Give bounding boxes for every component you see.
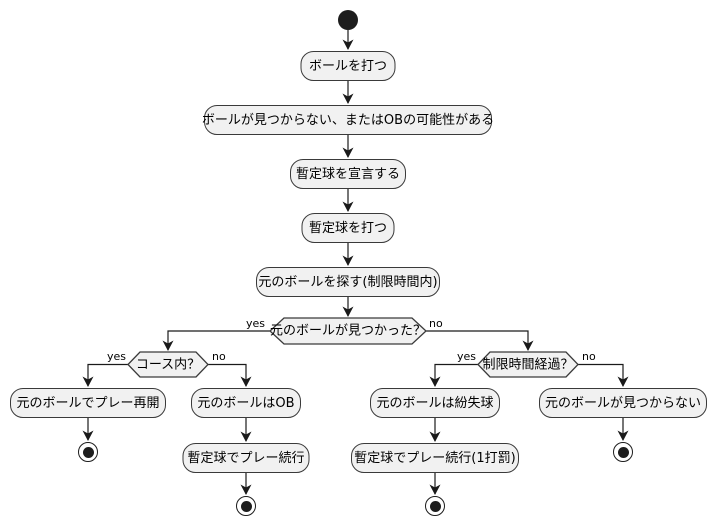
edge-label-yes-in-course: yes xyxy=(107,350,127,363)
activity-continue-with-provisional-penalty: 暫定球でプレー続行(1打罰) xyxy=(351,443,519,473)
activity-search-original: 元のボールを探す(制限時間内) xyxy=(256,267,440,297)
edge-label-yes-found-original: yes xyxy=(246,317,266,330)
activity-label: 元のボールが見つからない xyxy=(545,395,702,411)
decision-found-original: 元のボールが見つかった？ xyxy=(269,323,427,339)
activity-label: 暫定球を宣言する xyxy=(296,166,401,182)
decision-in-course: コース内？ xyxy=(135,357,201,372)
activity-label: 暫定球でプレー続行 xyxy=(187,450,305,466)
edge-label-yes-time-limit: yes xyxy=(457,350,477,363)
activity-declare-provisional: 暫定球を宣言する xyxy=(290,159,406,189)
end-node-dot xyxy=(617,446,629,458)
end-node-continue xyxy=(236,496,256,516)
activity-label: 元のボールは紛失球 xyxy=(376,395,494,411)
activity-continue-with-provisional: 暫定球でプレー続行 xyxy=(182,443,310,473)
activity-ball-missing-or-ob: ボールが見つからない、またはOBの可能性がある xyxy=(201,105,495,135)
edge-label-no-time-limit: no xyxy=(582,350,596,363)
end-node-not-found xyxy=(613,442,633,462)
end-node-dot xyxy=(429,500,441,512)
edge-found-yes-to-decision-in-course xyxy=(162,330,270,351)
activity-resume-with-original: 元のボールでプレー再開 xyxy=(10,388,166,418)
activity-hit-provisional: 暫定球を打つ xyxy=(301,213,395,243)
activity-label: 元のボールはOB xyxy=(197,395,295,411)
end-node-resume xyxy=(78,442,98,462)
activity-label: ボールが見つからない、またはOBの可能性がある xyxy=(201,112,495,128)
end-node-continue-penalty xyxy=(425,496,445,516)
activity-label: 元のボールを探す(制限時間内) xyxy=(258,274,438,290)
decision-shape-found-original xyxy=(269,317,427,345)
edge-label-no-found-original: no xyxy=(429,317,443,330)
edge-time-limit-yes-to-lost-ball xyxy=(429,363,478,387)
decision-shape-time-limit xyxy=(477,351,579,378)
activity-original-is-lost: 元のボールは紛失球 xyxy=(370,388,500,418)
edge-in-course-no-to-original-ob xyxy=(208,363,252,387)
activity-label: 元のボールでプレー再開 xyxy=(16,395,160,411)
decision-shape-in-course xyxy=(127,351,209,378)
activity-label: 暫定球でプレー続行(1打罰) xyxy=(354,450,516,466)
edge-label-no-in-course: no xyxy=(212,350,226,363)
activity-label: ボールを打つ xyxy=(308,58,387,74)
edge-time-limit-no-to-not-found xyxy=(578,363,629,387)
end-node-dot xyxy=(240,500,252,512)
activity-hit-ball: ボールを打つ xyxy=(300,51,396,81)
edge-found-no-to-decision-time-limit xyxy=(426,330,534,351)
activity-label: 暫定球を打つ xyxy=(308,220,387,236)
end-node-dot xyxy=(82,446,94,458)
start-node xyxy=(338,10,358,30)
edge-in-course-yes-to-resume xyxy=(82,363,128,387)
activity-original-is-ob: 元のボールはOB xyxy=(191,388,301,418)
decision-time-limit: 制限時間経過？ xyxy=(482,357,574,372)
activity-original-not-found: 元のボールが見つからない xyxy=(539,388,707,418)
